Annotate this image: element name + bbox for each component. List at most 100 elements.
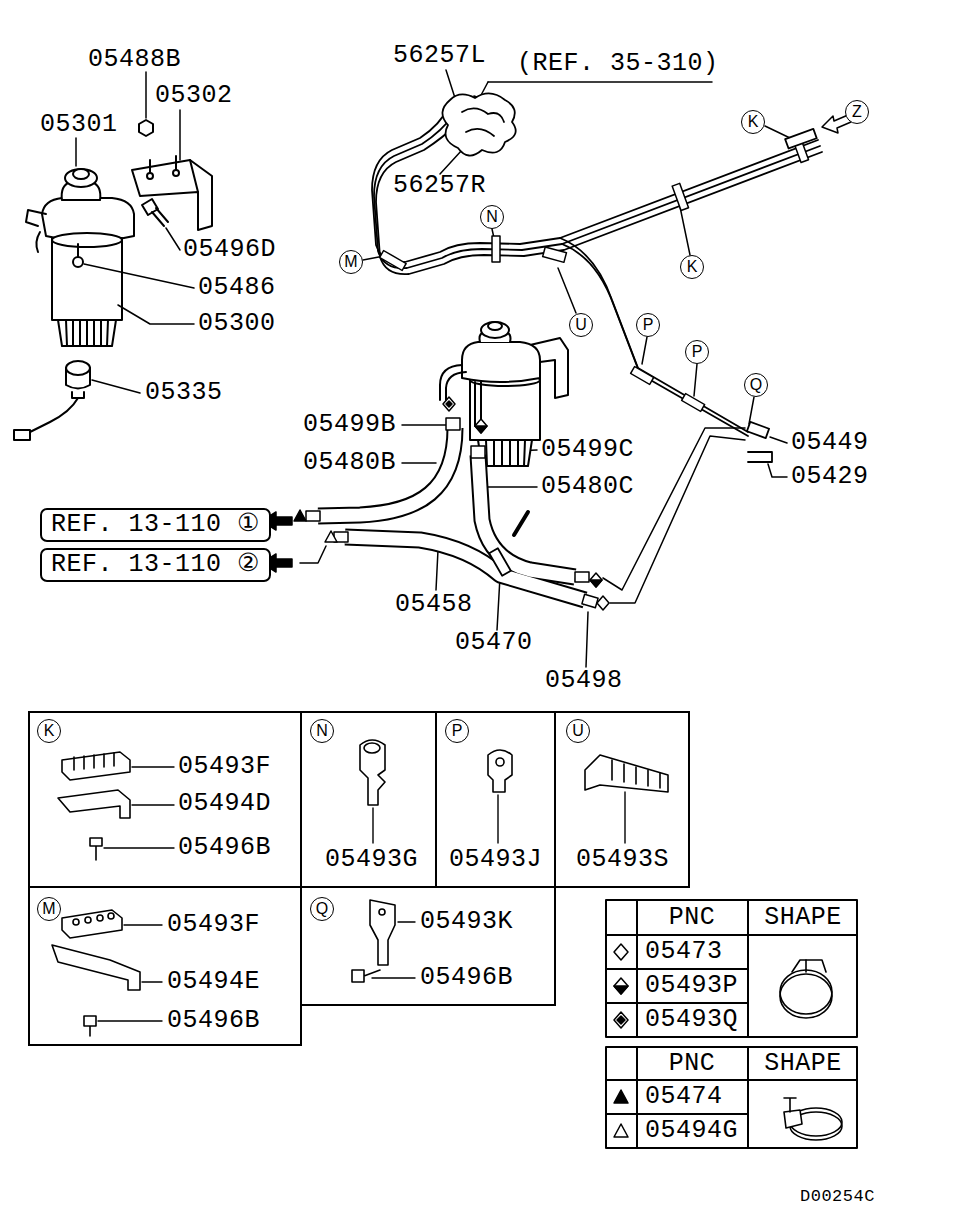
table-cell-text: PNC: [669, 905, 716, 931]
pipe-clamp: [492, 236, 500, 262]
leader-line: [440, 150, 462, 174]
clip-sketch: [496, 758, 504, 766]
leader-line: [765, 126, 790, 138]
table-symbol: [614, 944, 628, 960]
clamp-symbol: [590, 580, 602, 587]
leader-line: [166, 228, 180, 250]
callout-number: 05301: [40, 112, 118, 138]
part-number: 05496B: [178, 835, 271, 861]
callout-number: 05458: [395, 592, 473, 618]
clip-sketch: [62, 752, 130, 780]
callout-number: 05302: [155, 83, 233, 109]
table-symbol: [614, 978, 628, 994]
circle-label: U: [572, 723, 584, 739]
fuel-filter-top: [52, 233, 122, 247]
circle-label: N: [486, 209, 498, 225]
circled-letter: U: [566, 719, 590, 743]
circle-label: Q: [316, 901, 328, 917]
leader-line: [586, 612, 588, 667]
leader-line: [488, 486, 537, 488]
circled-letter: Z: [845, 100, 869, 124]
leader-line: [446, 70, 455, 98]
detail-panel: 05493F05494D05496BK: [28, 711, 302, 888]
callout-number: 05498: [545, 668, 623, 694]
part-number: 05493S: [576, 847, 669, 873]
clamp-shape: [780, 960, 842, 1140]
table-cell-text: SHAPE: [764, 1051, 842, 1077]
fuel-pipe-bundle: [372, 105, 822, 436]
pipe-clamp: [380, 251, 407, 271]
clamp-symbol: [294, 510, 306, 521]
fuel-filter-top: [52, 238, 122, 320]
clip-sketch: [352, 970, 380, 982]
clamp-symbol: [294, 397, 609, 610]
part-number: 05493F: [178, 754, 271, 780]
clip-sketch: [58, 790, 130, 818]
fuel-hose: [575, 572, 589, 582]
clamp-shape: [780, 970, 832, 1014]
clip-sketch: [360, 740, 385, 805]
clip-sketch: [52, 945, 140, 990]
callout-number: (REF. 35-310): [517, 51, 719, 77]
table-cell-text: 05474: [645, 1084, 723, 1110]
pnc-table: [606, 900, 857, 1037]
clamp-shape: [784, 1098, 796, 1112]
pipe-clamp: [631, 367, 654, 385]
callout-number: 05335: [145, 380, 223, 406]
clip-sketch: [85, 917, 91, 923]
clip-sketch: [488, 750, 512, 792]
reference-box: REF. 13-110 ②: [40, 548, 271, 582]
vapor-part: [462, 108, 504, 136]
clip-sketch: [364, 743, 380, 753]
fuel-pipe-bundle: [376, 123, 822, 274]
clamp-symbol: [475, 419, 487, 433]
vapor-part: [785, 129, 817, 149]
circle-label: Z: [852, 104, 862, 120]
fuel-pipe-bundle: [560, 238, 748, 432]
detail-panel: 05493JP: [435, 711, 556, 888]
clamp-shape: [805, 960, 807, 972]
circle-label: K: [44, 723, 55, 739]
part-number: 05493K: [420, 909, 513, 935]
circle-label: K: [748, 114, 759, 130]
circle-label: P: [643, 317, 654, 333]
clip-sketch: [379, 909, 385, 915]
circled-letter: N: [310, 719, 334, 743]
callout-number: 05300: [198, 311, 276, 337]
circled-letter: P: [685, 340, 709, 364]
sensor: [14, 361, 90, 440]
callout-number: 05499B: [303, 412, 396, 438]
bracket: [175, 156, 177, 170]
circled-letter: N: [480, 205, 504, 229]
pipe-clamp: [672, 183, 688, 210]
table-symbol: [614, 1124, 628, 1137]
circled-letter: M: [37, 897, 61, 921]
clip-sketch: [612, 760, 660, 788]
fuel-hose: [489, 548, 511, 576]
reference-box: REF. 13-110 ①: [40, 508, 271, 542]
clamp-symbol: [597, 596, 609, 610]
leader-line: [642, 337, 647, 364]
table-cell-text: PNC: [669, 1051, 716, 1077]
clip-sketch: [73, 919, 79, 925]
leader-line: [749, 397, 754, 424]
fuel-filter-lower: [470, 378, 540, 440]
callout-number: 05488B: [88, 47, 181, 73]
clamp-symbol: [590, 573, 602, 587]
leader-line: [497, 577, 500, 630]
callout-number: 05499C: [541, 437, 634, 463]
circle-label: P: [692, 344, 703, 360]
leader-line: [558, 268, 576, 313]
leader-line: [118, 305, 194, 324]
table-cell-text: 05473: [645, 939, 723, 965]
pnc-table: [606, 900, 857, 1148]
fuel-hose: [514, 512, 528, 535]
leader-line: [179, 110, 181, 160]
bracket: [132, 160, 212, 230]
callout-number: 56257R: [393, 173, 486, 199]
table-symbol: [614, 1090, 628, 1103]
pipe-clamp: [380, 135, 809, 411]
clamp-shape: [784, 1110, 802, 1128]
clip-sketch: [104, 767, 174, 848]
circled-letter: M: [339, 250, 363, 274]
